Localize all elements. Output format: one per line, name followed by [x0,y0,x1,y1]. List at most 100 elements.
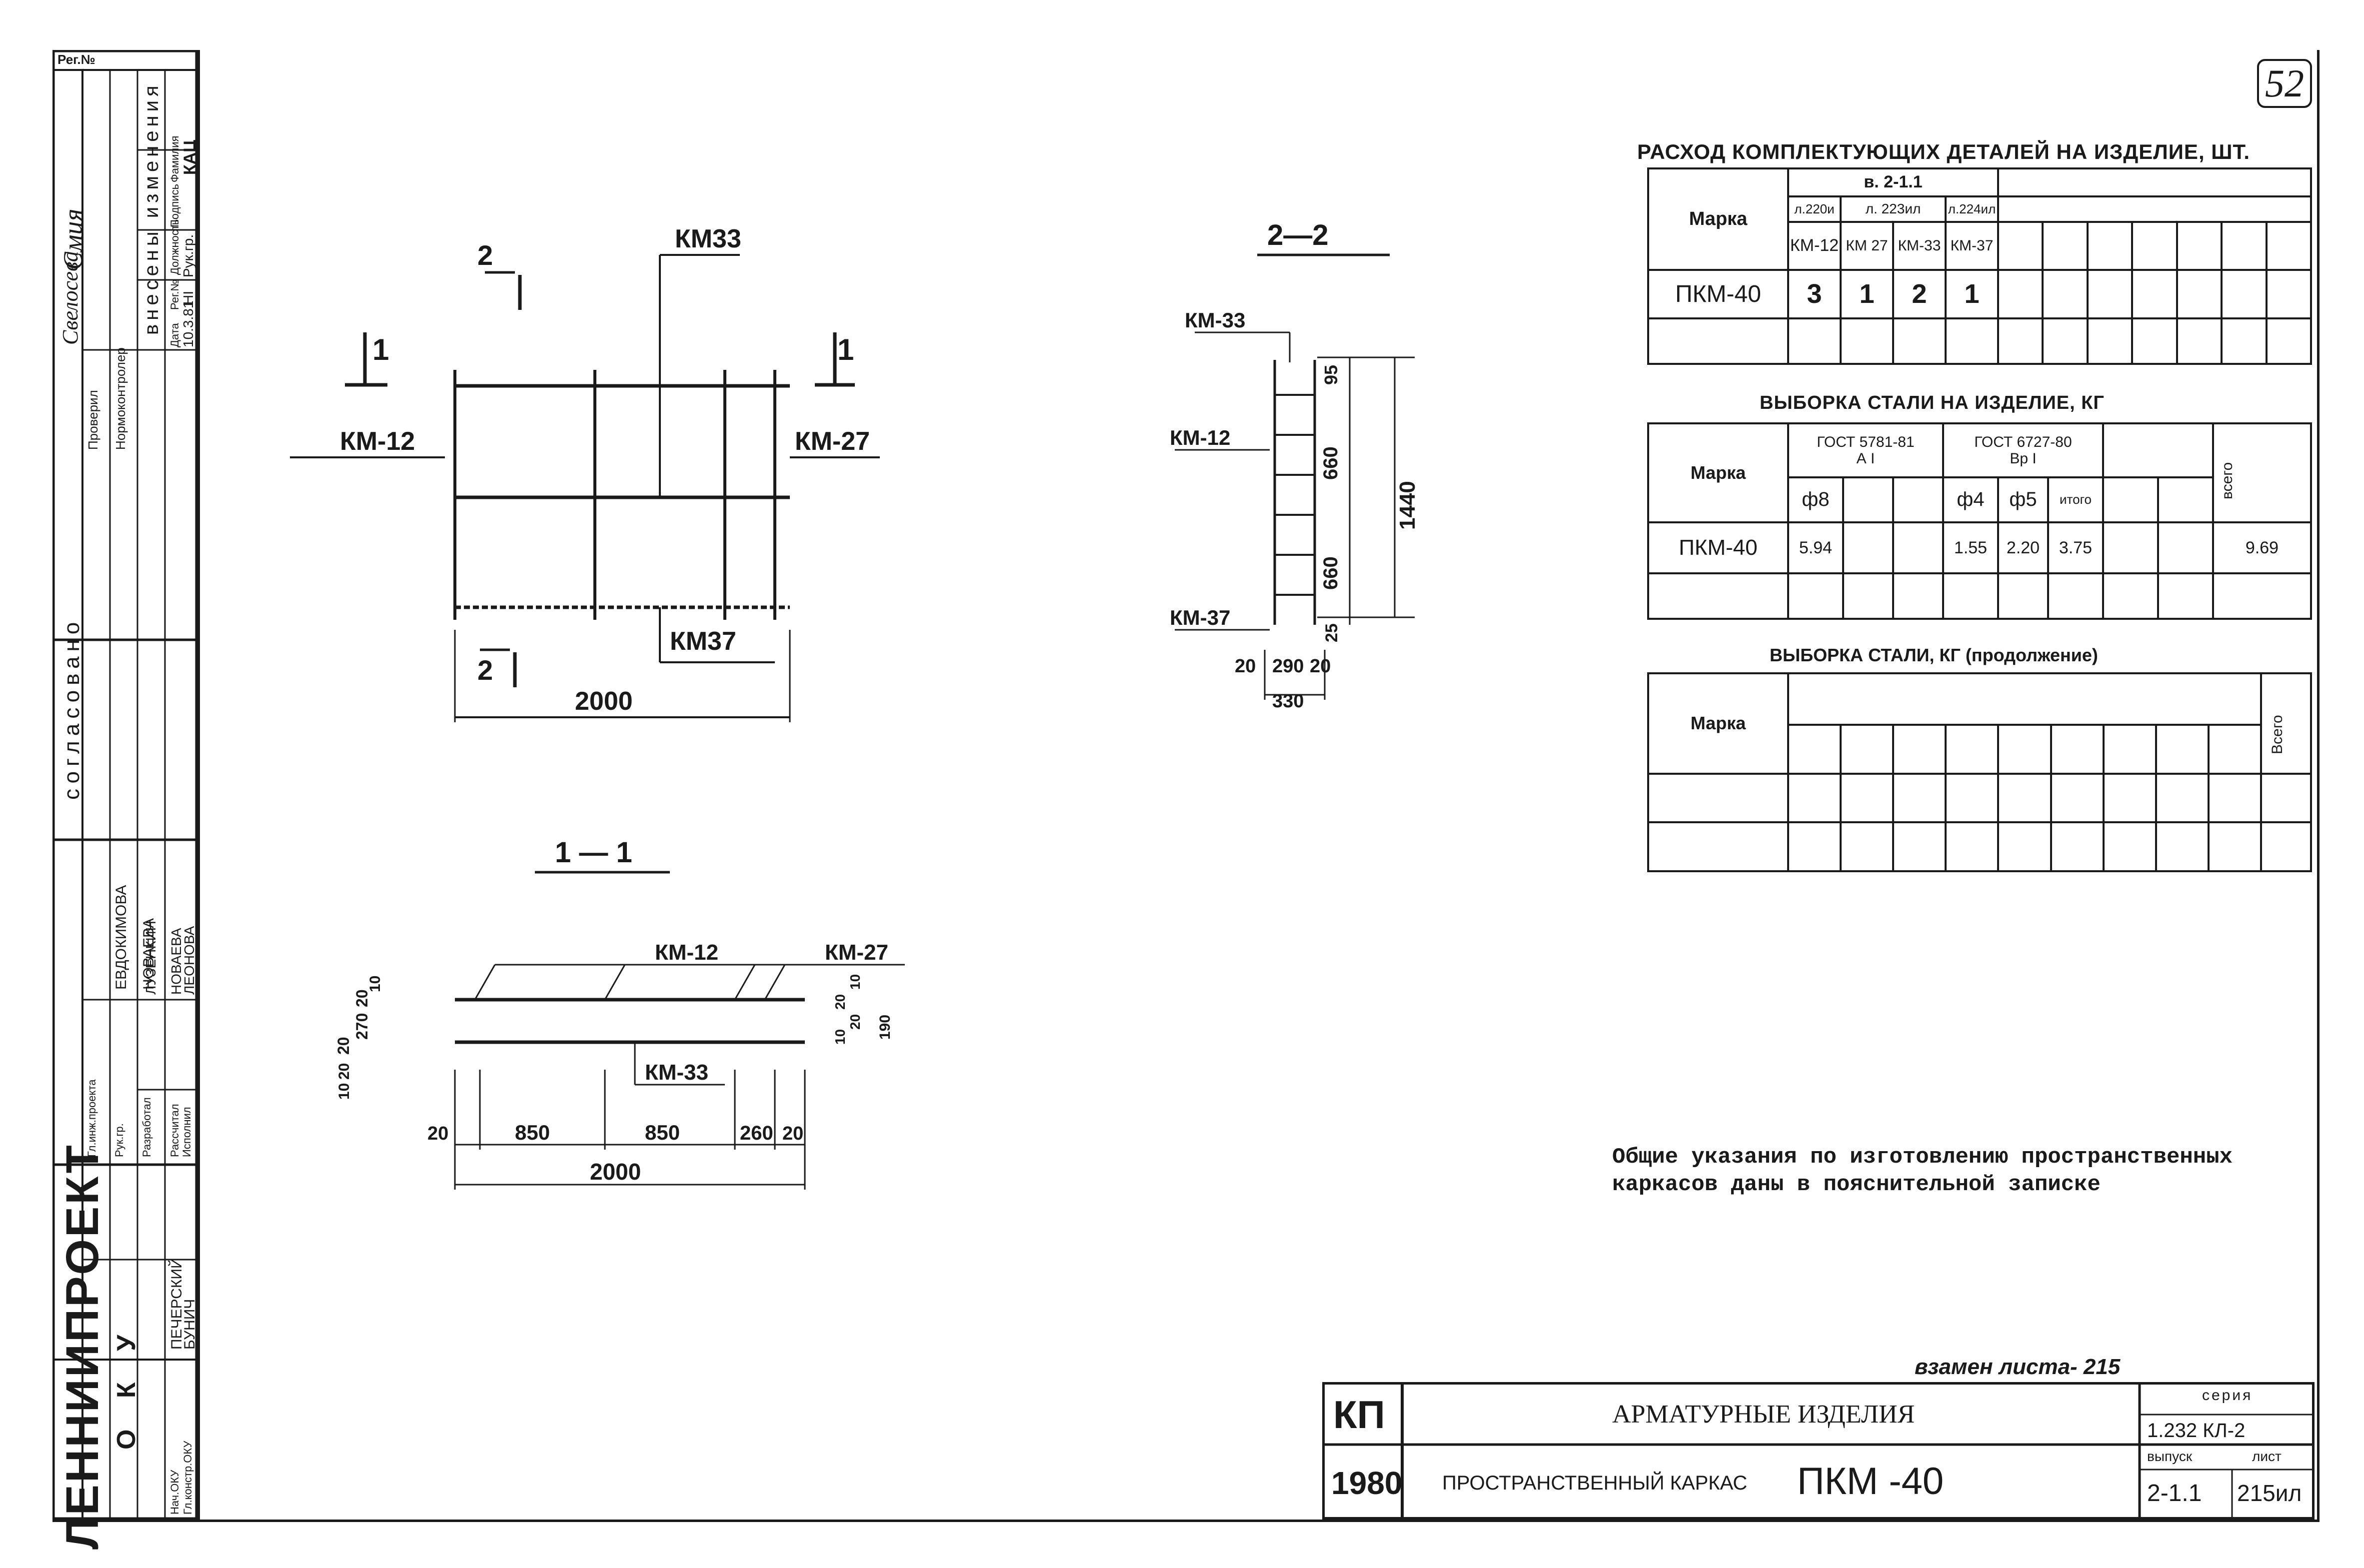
change-col-position: Должность [168,219,181,275]
section11-km12: КМ-12 [655,940,718,965]
section11-dim-left-10a: 10 [367,976,383,992]
section22-title: 2—2 [1267,219,1329,251]
plan-section1-right: 1 [837,333,854,366]
steel-val-f5: 2.20 [1997,521,2049,575]
section22-dim-95: 95 [1321,365,1341,385]
section22-km37: КМ-37 [1170,606,1230,629]
dept-name: О К У [112,1323,141,1450]
role-executed: Исполнил [180,1107,193,1157]
sheet-label: лист [2252,1449,2282,1464]
section11-km33: КМ-33 [645,1060,708,1085]
title-bottom-mark: ПКМ -40 [1797,1460,1944,1503]
head-role-1: Нач.ОКУ [168,1470,181,1515]
change-reg-value: НI [180,291,196,305]
left-stamp-grid [52,50,197,1520]
section22-dim-20-left: 20 [1235,656,1256,677]
steel-cont-table: Марка Всего [1647,672,2312,872]
section11-dim-total: 2000 [590,1159,641,1185]
steel-total-header: всего [2219,462,2236,499]
head-name-2: БУНИЧ [181,1299,198,1350]
steel-row-mark: ПКМ-40 [1647,521,1789,575]
parts-val-km37: 1 [1945,269,1999,319]
checked-label: Проверил [85,390,100,450]
steel-table: Марка ГОСТ 5781-81 А I ГОСТ 6727-80 Вр I… [1647,422,2312,620]
change-col-date: Дата [168,323,181,347]
plan-section1-left: 1 [372,333,389,366]
series-label: серия [2202,1387,2253,1404]
steel-gost1: ГОСТ 5781-81 [1817,433,1915,450]
title-top: АРМАТУРНЫЕ ИЗДЕЛИЯ [1612,1400,1915,1429]
name-developer: ЛУЗЕНКИН [143,920,158,995]
section11-dim-left-20a: 20 [334,1037,352,1055]
parts-col-km33: КМ-33 [1892,220,1947,271]
role-calculated: Рассчитал [168,1104,181,1157]
section11-dim-right-10b: 10 [832,1029,848,1045]
steel-col-f8: ф8 [1787,476,1844,524]
section22-dim-20-right: 20 [1310,656,1331,677]
plan-section2-bottom: 2 [477,654,493,686]
title-bottom-prefix: ПРОСТРАНСТВЕННЫЙ КАРКАС [1442,1472,1748,1494]
sheet-number: 52 [2257,59,2312,108]
parts-val-km12: 3 [1787,269,1842,319]
head-role-2: Гл.констр.ОКУ [181,1441,194,1515]
issue-label: выпуск [2147,1449,2193,1464]
plan-km37-label: КМ37 [670,627,736,656]
replace-note: взамен листа- 215 [1915,1355,2121,1379]
reg-no-label: Рег.№ [57,52,95,67]
steel-cont-mark-header: Марка [1647,672,1789,775]
steel-val-f4: 1.55 [1942,521,1999,575]
steel-gost2: ГОСТ 6727-80 [1974,433,2072,450]
section11-dim-right-190: 190 [877,1015,893,1040]
plan-km12-label: КМ-12 [340,427,415,456]
section22-km33: КМ-33 [1185,308,1245,332]
parts-table-title: РАСХОД КОМПЛЕКТУЮЩИХ ДЕТАЛЕЙ НА ИЗДЕЛИЕ,… [1637,140,2251,163]
title-kp: КП [1333,1393,1385,1437]
section11-dim-left-270: 270 [353,1013,371,1040]
section11-dim-left-20b: 20 [353,989,371,1007]
steel-cont-total-header: Всего [2269,715,2286,754]
steel-col-f4: ф4 [1942,476,1999,524]
plan-section2-top: 2 [477,239,493,271]
parts-sub-header-2: л. 223ил [1840,195,1947,223]
parts-group-header: в. 2-1.1 [1787,167,1999,197]
plan-km27-label: КМ-27 [795,427,870,456]
parts-col-km27: КМ 27 [1840,220,1894,271]
change-date-value: 10.3.81 [180,300,196,347]
section-2-2: 2—2 КМ-33 КМ-12 КМ-37 95 660 660 25 1440… [1170,219,1420,712]
parts-mark-header: Марка [1647,167,1789,271]
changes-header: внесены изменения [140,81,162,335]
title-year: 1980 [1331,1465,1403,1501]
parts-val-km27: 1 [1840,269,1894,319]
inner-frame-line [197,50,200,1520]
section22-dim-330: 330 [1272,691,1304,712]
section22-km12: КМ-12 [1170,426,1230,449]
steel-col-itogo: итого [2047,476,2104,524]
sheet-frame [52,50,2320,1522]
parts-val-km33: 2 [1892,269,1947,319]
section22-dim-25: 25 [1322,623,1341,642]
change-col-surname: Фамилия [168,135,181,182]
section-1-1: 1 — 1 КМ-12 КМ-27 КМ-33 20 270 20 10 20 … [334,836,905,1190]
parts-row-mark: ПКМ-40 [1647,269,1789,319]
change-col-signature: Подпись [168,183,181,227]
steel-val-f8: 5.94 [1787,521,1844,575]
name-executor: ЛЕОНОВА [181,926,197,995]
steel-val-itogo: 3.75 [2047,521,2104,575]
section22-dim-660-a: 660 [1320,446,1342,480]
parts-table: Марка в. 2-1.1 л.220и л. 223ил л.224ил К… [1647,167,2313,365]
steel-mark-header: Марка [1647,422,1789,524]
left-stamp: Рег.№ Проверил Нормоконтролер Смия Свело… [52,50,199,1550]
norm-control-label: Нормоконтролер [113,347,128,450]
section11-dim-left-10b: 10 [336,1083,352,1100]
section11-dim-right-20b: 20 [847,1014,863,1030]
title-block: КП 1980 АРМАТУРНЫЕ ИЗДЕЛИЯ ПРОСТРАНСТВЕН… [1322,1382,2315,1520]
agreed-label: согласовано [59,617,84,800]
plan-dim-2000: 2000 [575,687,633,716]
section11-km27: КМ-27 [825,940,888,965]
parts-sub-header-1: л.220и [1787,195,1842,223]
checked-name: Свелосева [58,251,82,345]
parts-col-km12: КМ-12 [1787,220,1842,271]
change-position-value: Рук.гр. [180,234,196,277]
notes-line-2: каркасов даны в пояснительной записке [1612,1172,2101,1197]
